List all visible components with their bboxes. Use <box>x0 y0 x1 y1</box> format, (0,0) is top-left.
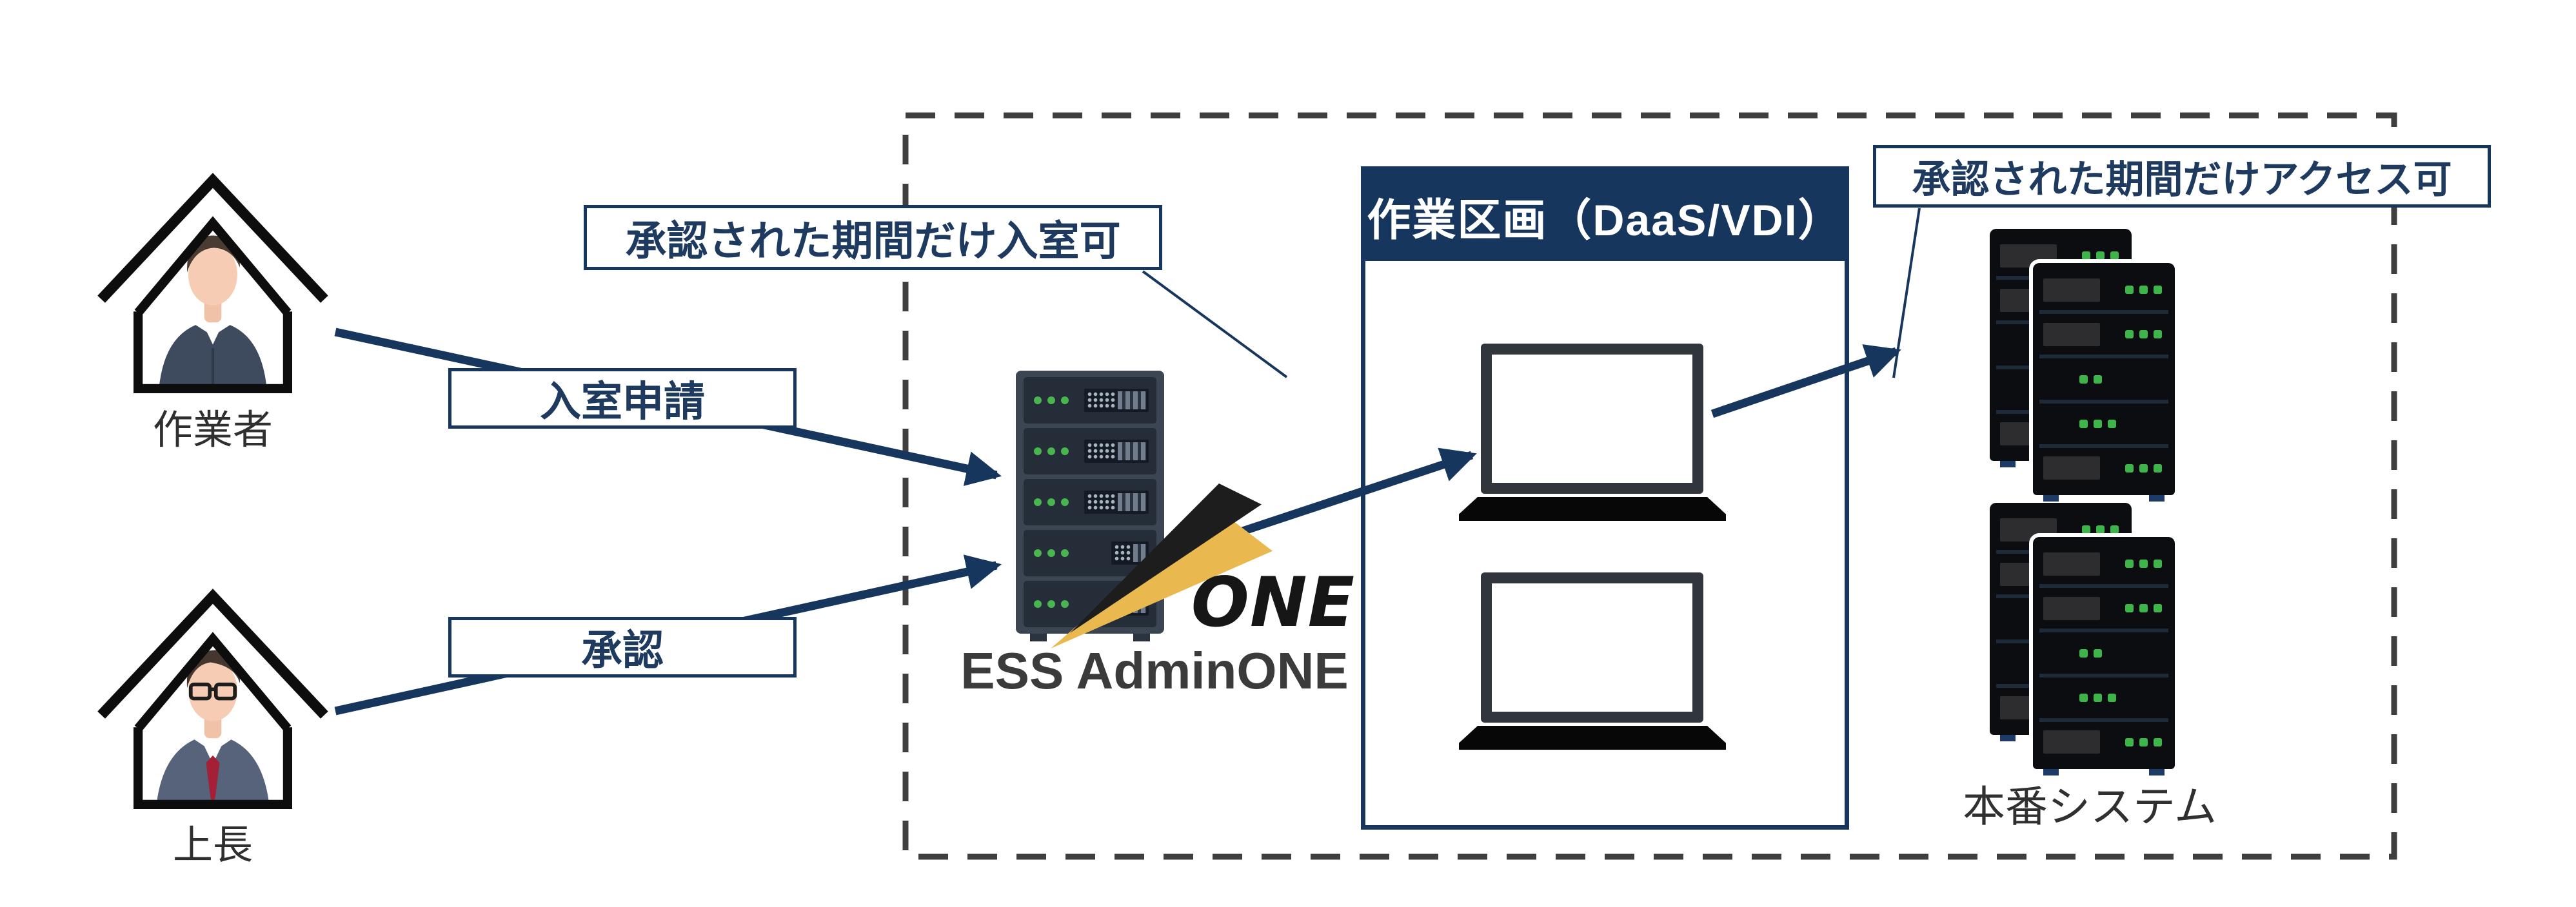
production-rack-icon <box>2033 263 2175 502</box>
entry-request-label: 入室申請 <box>540 378 705 425</box>
laptop-base-icon <box>1459 726 1726 750</box>
laptop-screen-icon <box>1481 344 1703 494</box>
approval-label: 承認 <box>581 627 664 674</box>
approval-box: 承認 <box>448 617 797 678</box>
access-callout-leader-line <box>1892 208 1921 378</box>
access-period-callout-text: 承認された期間だけアクセス可 <box>1912 158 2452 201</box>
entry-callout-leader-line <box>1142 270 1288 378</box>
entry-request-box: 入室申請 <box>448 368 797 429</box>
ess-adminone-label: ESS AdminONE <box>960 642 1349 699</box>
logo-one-text: ONE <box>1191 563 1355 642</box>
production-rack-icon <box>2033 537 2175 775</box>
entry-period-callout: 承認された期間だけ入室可 <box>584 205 1162 270</box>
work-area-title: 作業区画（DaaS/VDI） <box>1365 171 1845 261</box>
supervisor-label: 上長 <box>172 823 253 868</box>
worker-label: 作業者 <box>152 408 273 453</box>
arrow-vdi-to-production <box>1710 344 1901 418</box>
laptop-screen-icon <box>1481 572 1703 723</box>
adminone-logo: ONE <box>1048 483 1358 649</box>
entry-period-callout-text: 承認された期間だけ入室可 <box>625 217 1121 264</box>
production-system-label: 本番システム <box>1962 783 2217 830</box>
boundary-dashed-box <box>902 112 2397 860</box>
laptop-base-icon <box>1459 497 1726 521</box>
worker-house-icon <box>97 173 328 394</box>
supervisor-house-icon <box>97 589 328 810</box>
access-period-callout: 承認された期間だけアクセス可 <box>1873 145 2491 208</box>
